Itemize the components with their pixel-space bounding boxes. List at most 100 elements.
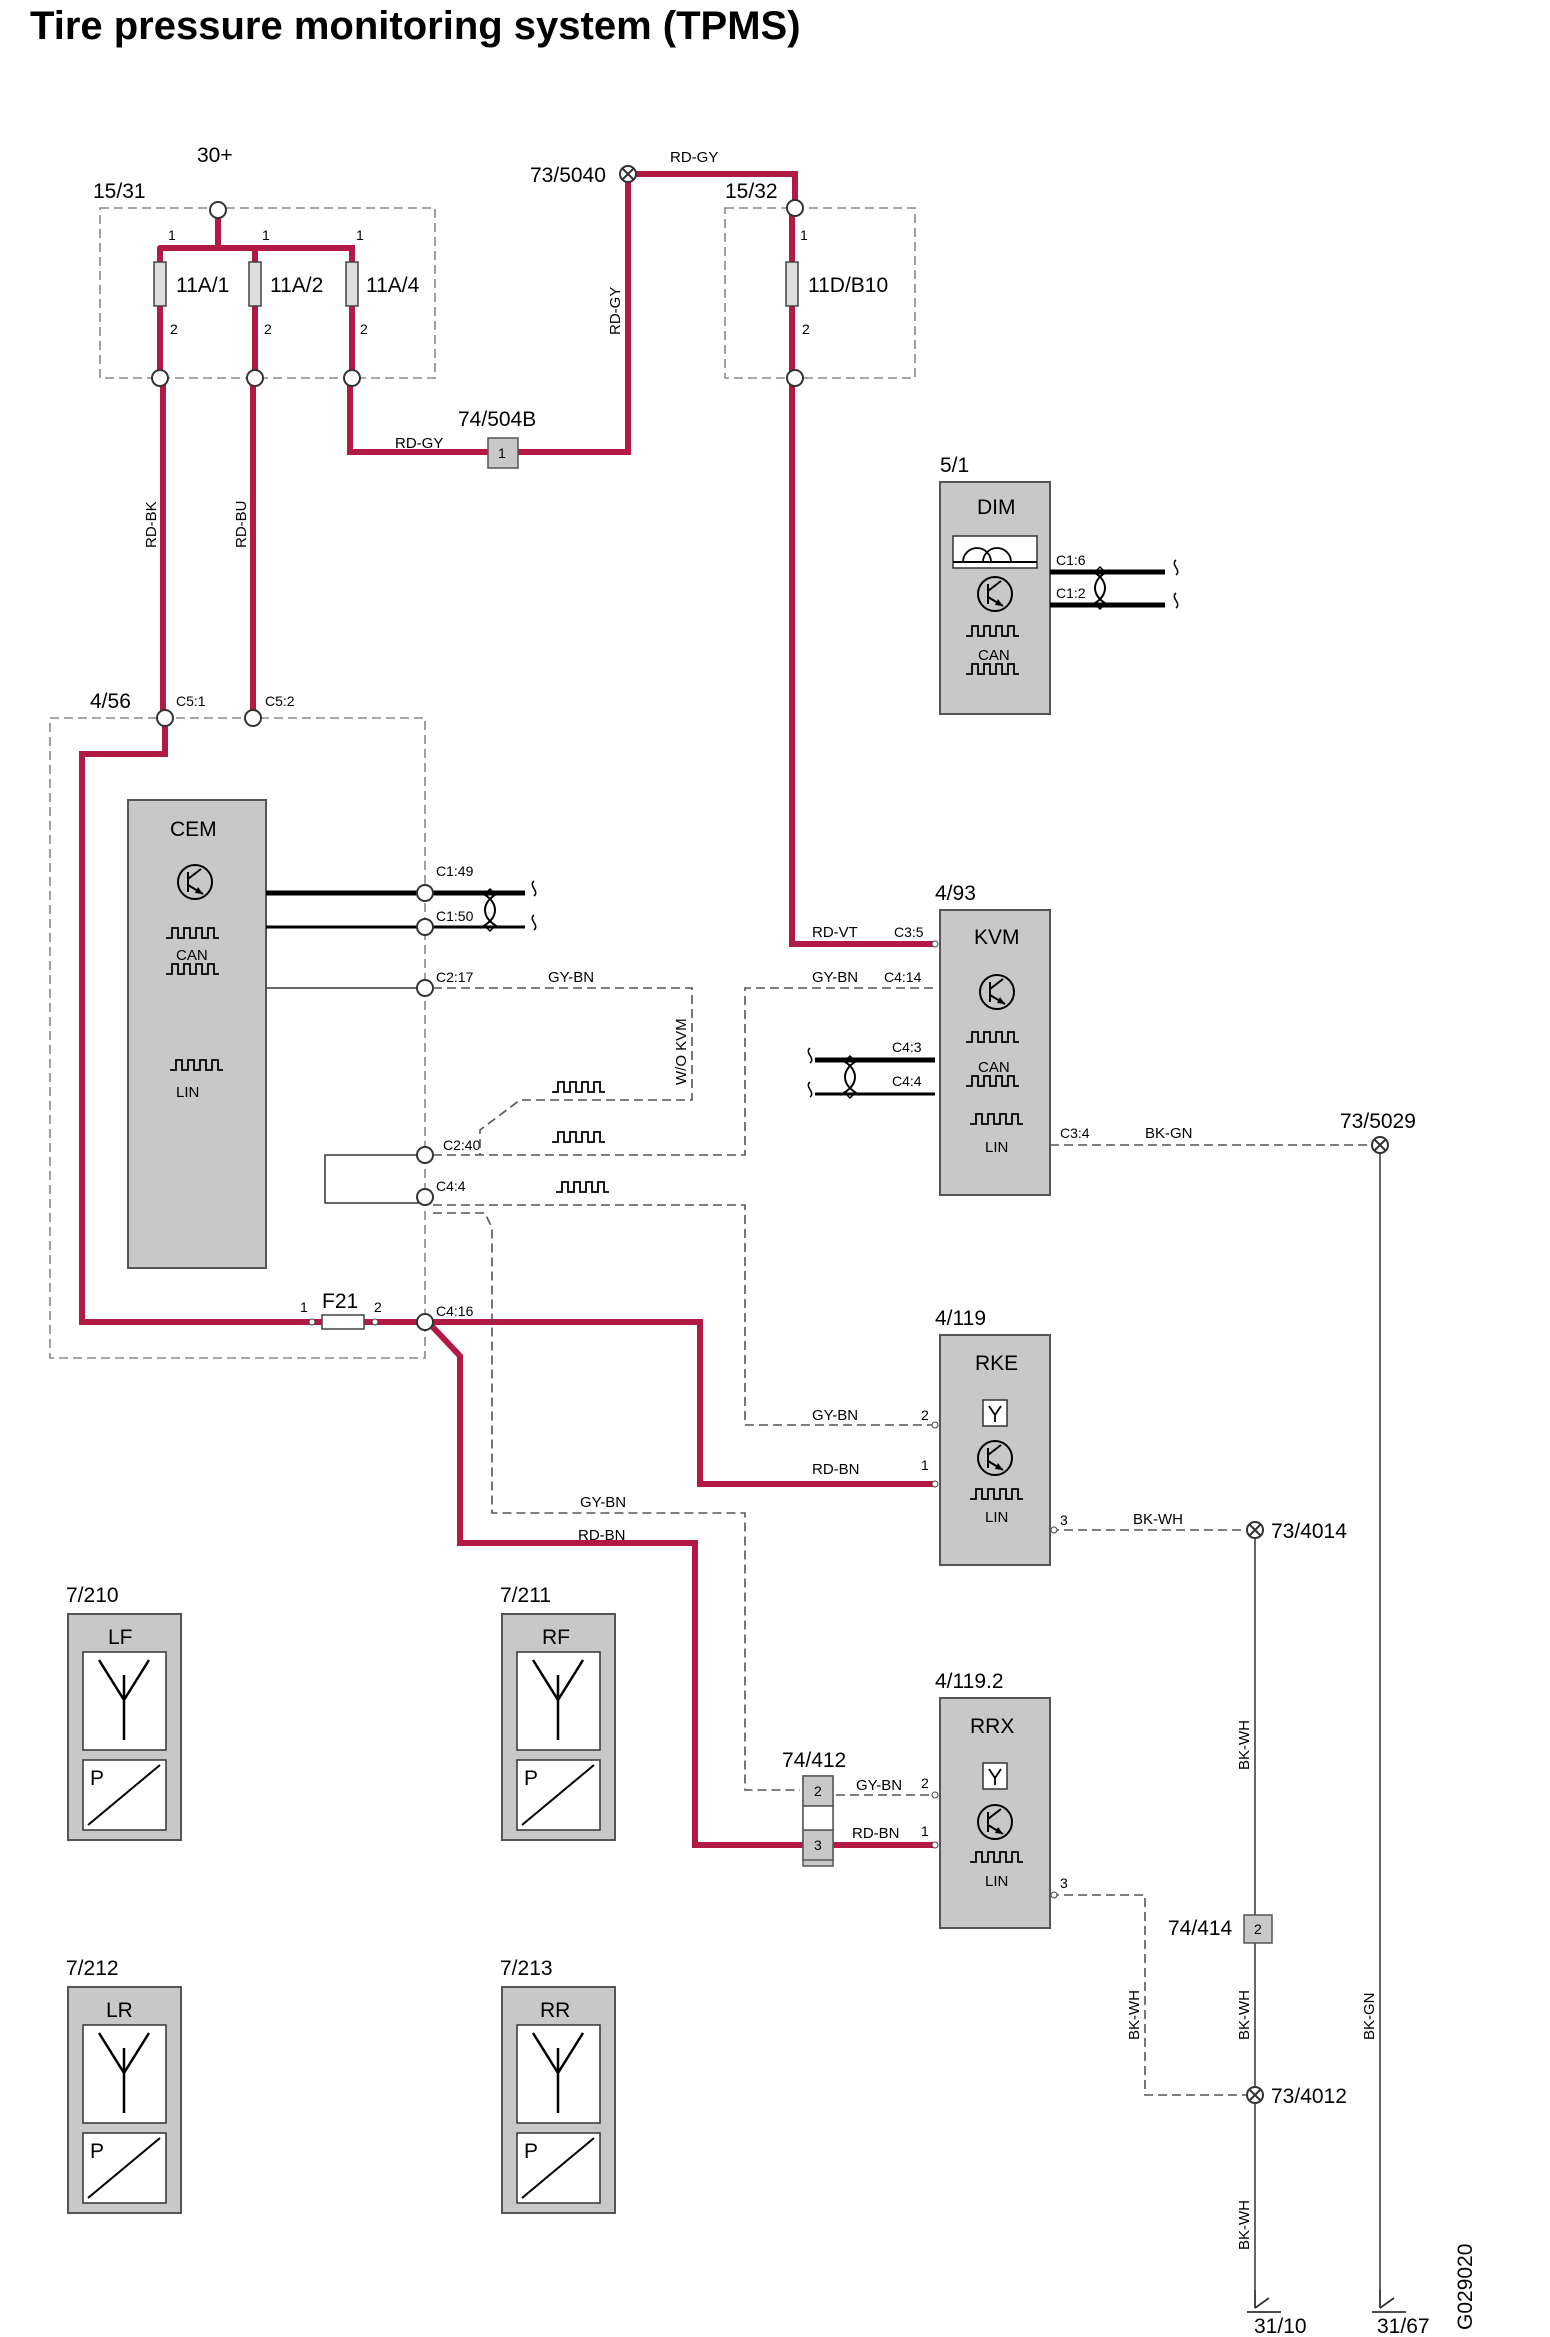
fuse-11a-1-label: 11A/1 [176,274,229,297]
splice-73-5040-icon [619,165,637,183]
dashboard-icon [952,535,1038,569]
cem-module [127,799,267,1269]
splice-73-4012-icon [1246,2086,1264,2104]
kvm-pin-c4-14: C4:14 [884,969,922,985]
ground-31-67-label: 31/67 [1377,2315,1430,2337]
sensor-lr-p: P [90,2140,104,2163]
rke-pin-3: 3 [1060,1512,1068,1528]
connector-74-414-label: 74/414 [1168,1917,1233,1940]
lin-pulse-icon-3 [555,1181,610,1193]
connector-74-504b-pin: 1 [498,445,506,461]
fuse-f21-body [321,1314,365,1330]
cem-outline [49,717,426,1359]
dim-wire-break-icon [1173,559,1179,609]
connector-74-412-cavity-2 [802,1775,834,1807]
kvm-pin-c3-5: C3:5 [894,924,924,940]
wire-gy-bn-kvm-label: GY-BN [812,969,858,986]
svg-text:2: 2 [360,321,368,337]
sensor-rr-id: 7/213 [500,1957,553,1980]
kvm-can-label: CAN [978,1059,1010,1076]
fuse-11d-b10-body [785,261,799,307]
sensor-rr-name: RR [540,1999,570,2022]
rrx-name: RRX [970,1715,1014,1738]
fuse-11d-b10-pin-top: 1 [800,227,808,243]
sensor-rf-name: RF [542,1626,570,1649]
connector-74-412-gap [802,1805,834,1831]
sensor-rf: 7/211 RF P [500,1584,616,1841]
cem-node-c2-40 [416,1146,434,1164]
wire-bk-wh-middle-label: BK-WH [1236,1990,1253,2040]
fuses-15-31 [153,261,359,307]
rrx-lin-label: LIN [985,1873,1008,1890]
svg-text:1: 1 [168,227,176,243]
connector-74-414 [1243,1914,1273,1944]
cem-pin-c4-16: C4:16 [436,1303,474,1319]
cem-pin-c2-17: C2:17 [436,969,474,985]
fuse-11d-b10-pin-bottom: 2 [802,321,810,337]
sensor-rf-antenna-icon [531,1659,585,1740]
rrx-terminal-3 [1050,1891,1058,1899]
wire-gy-bn-mid-label: GY-BN [580,1494,626,1511]
fuse-11a-4-label: 11A/4 [366,274,420,297]
cem-pin-c1-50: C1:50 [436,908,474,924]
wire-bk-wh-rrx-label: BK-WH [1126,1990,1143,2040]
dim-pin-c1-6: C1:6 [1056,552,1086,568]
ground-31-67-icon [1371,2289,1407,2313]
wire-rd-gy-top-label: RD-GY [670,149,718,166]
dim-module [939,481,1051,715]
sensor-rr: 7/213 RR P [500,1957,616,2214]
wire-bk-wh-upper-label: BK-WH [1236,1720,1253,1770]
rke-antenna-icon [982,1399,1008,1427]
kvm-pin-c3-4: C3:4 [1060,1125,1090,1141]
figure-id: G029020 [1454,2244,1477,2330]
cem-lin-label: LIN [176,1084,199,1101]
kvm-lin-label: LIN [985,1139,1008,1156]
fusebox-15-32-outline [724,207,916,379]
sensor-lr-id: 7/212 [66,1957,119,1980]
cem-pin-c4-4: C4:4 [436,1178,466,1194]
fusebox-15-31-label: 15/31 [93,180,146,203]
cem-node-c4-16 [416,1313,434,1331]
sensor-lr: 7/212 LR P [66,1957,182,2214]
power-supply-label: 30+ [197,144,233,167]
wire-bk-gn-vertical-label: BK-GN [1361,1992,1378,2040]
wire-rd-bn-mid-label: RD-BN [578,1527,626,1544]
svg-text:2: 2 [170,321,178,337]
fuse-f21-pin-1: 1 [300,1299,308,1315]
kvm-id: 4/93 [935,882,976,905]
rrx-id: 4/119.2 [935,1670,1004,1693]
wire-rd-bk-label: RD-BK [143,501,160,548]
rke-terminal-1 [931,1480,939,1488]
kvm-terminal-c3-5 [931,940,939,948]
cem-can-label: CAN [176,947,208,964]
wire-rd-bn-rrx-label: RD-BN [852,1825,900,1842]
wire-bk-wh-rke-label: BK-WH [1133,1511,1183,1528]
ground-31-10-label: 31/10 [1254,2315,1307,2337]
wire-gy-bn-c2-17-label: GY-BN [548,969,594,986]
rrx-antenna-icon [982,1762,1008,1790]
sensor-lf: 7/210 LF P [66,1584,182,1841]
sensor-rr-p: P [524,2140,538,2163]
dim-can-label: CAN [978,647,1010,664]
sensor-rf-id: 7/211 [500,1584,551,1607]
connector-74-414-pin: 2 [1254,1921,1262,1937]
sensor-lf-antenna-icon [97,1659,151,1740]
cem-pin-c2-40: C2:40 [443,1137,481,1153]
sensor-lf-name: LF [108,1626,133,1649]
connector-74-412-pin-2: 2 [814,1783,822,1799]
fuse-f21-pin-2: 2 [374,1299,382,1315]
splice-73-5040-label: 73/5040 [530,164,606,187]
cem-pin-c5-1: C5:1 [176,693,206,709]
cem-pin-c5-2: C5:2 [265,693,295,709]
sensor-rf-p: P [524,1767,538,1790]
cem-internal-lin-bus [324,1154,425,1204]
wire-bk-gn-label: BK-GN [1145,1125,1193,1142]
connector-74-412-cavity-3 [802,1829,834,1861]
junction-nodes [151,199,804,727]
rke-lin-label: LIN [985,1509,1008,1526]
splice-73-4014-label: 73/4014 [1271,1520,1347,1543]
cem-node-c2-17 [416,979,434,997]
ground-31-10-icon [1246,2289,1282,2313]
fusebox-15-32-label: 15/32 [725,180,778,203]
